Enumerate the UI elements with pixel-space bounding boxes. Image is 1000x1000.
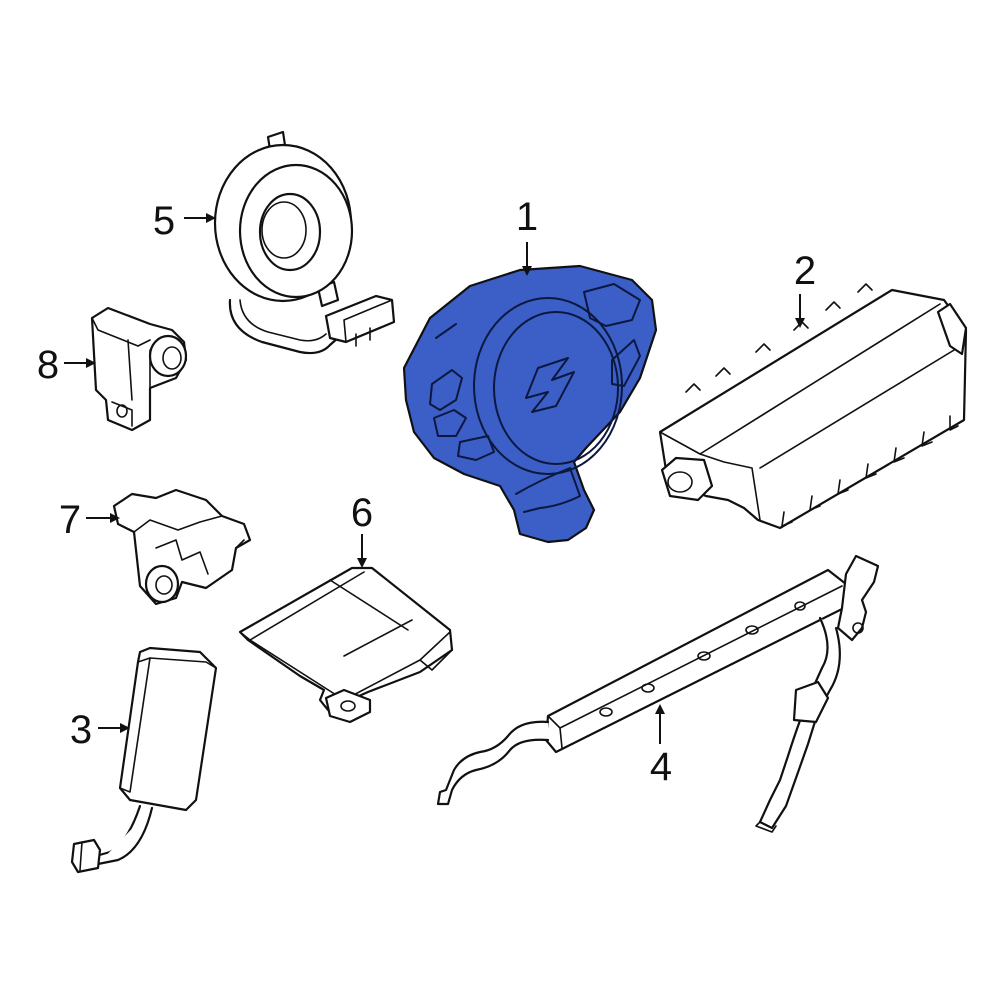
part-3-airbag-module[interactable] [70,646,218,874]
part-6-control-module[interactable] [238,566,454,724]
callout-3: 3 [70,708,92,752]
callout-6: 6 [351,491,373,535]
callout-7: 7 [59,498,81,542]
callout-5: 5 [153,199,175,243]
callout-2: 2 [794,249,816,293]
part-5-clock-spring[interactable] [213,130,396,355]
callout-8: 8 [37,343,59,387]
callout-1: 1 [516,195,538,239]
callout-arrows [64,213,805,744]
part-2-passenger-airbag[interactable] [658,283,968,530]
part-8-impact-sensor[interactable] [90,306,188,432]
callout-labels: 1 2 3 4 5 6 7 8 [37,195,816,789]
part-4-curtain-airbag[interactable] [436,554,880,833]
part-1-driver-airbag[interactable] [402,264,658,544]
part-7-side-sensor[interactable] [112,488,252,606]
callout-4: 4 [650,745,672,789]
